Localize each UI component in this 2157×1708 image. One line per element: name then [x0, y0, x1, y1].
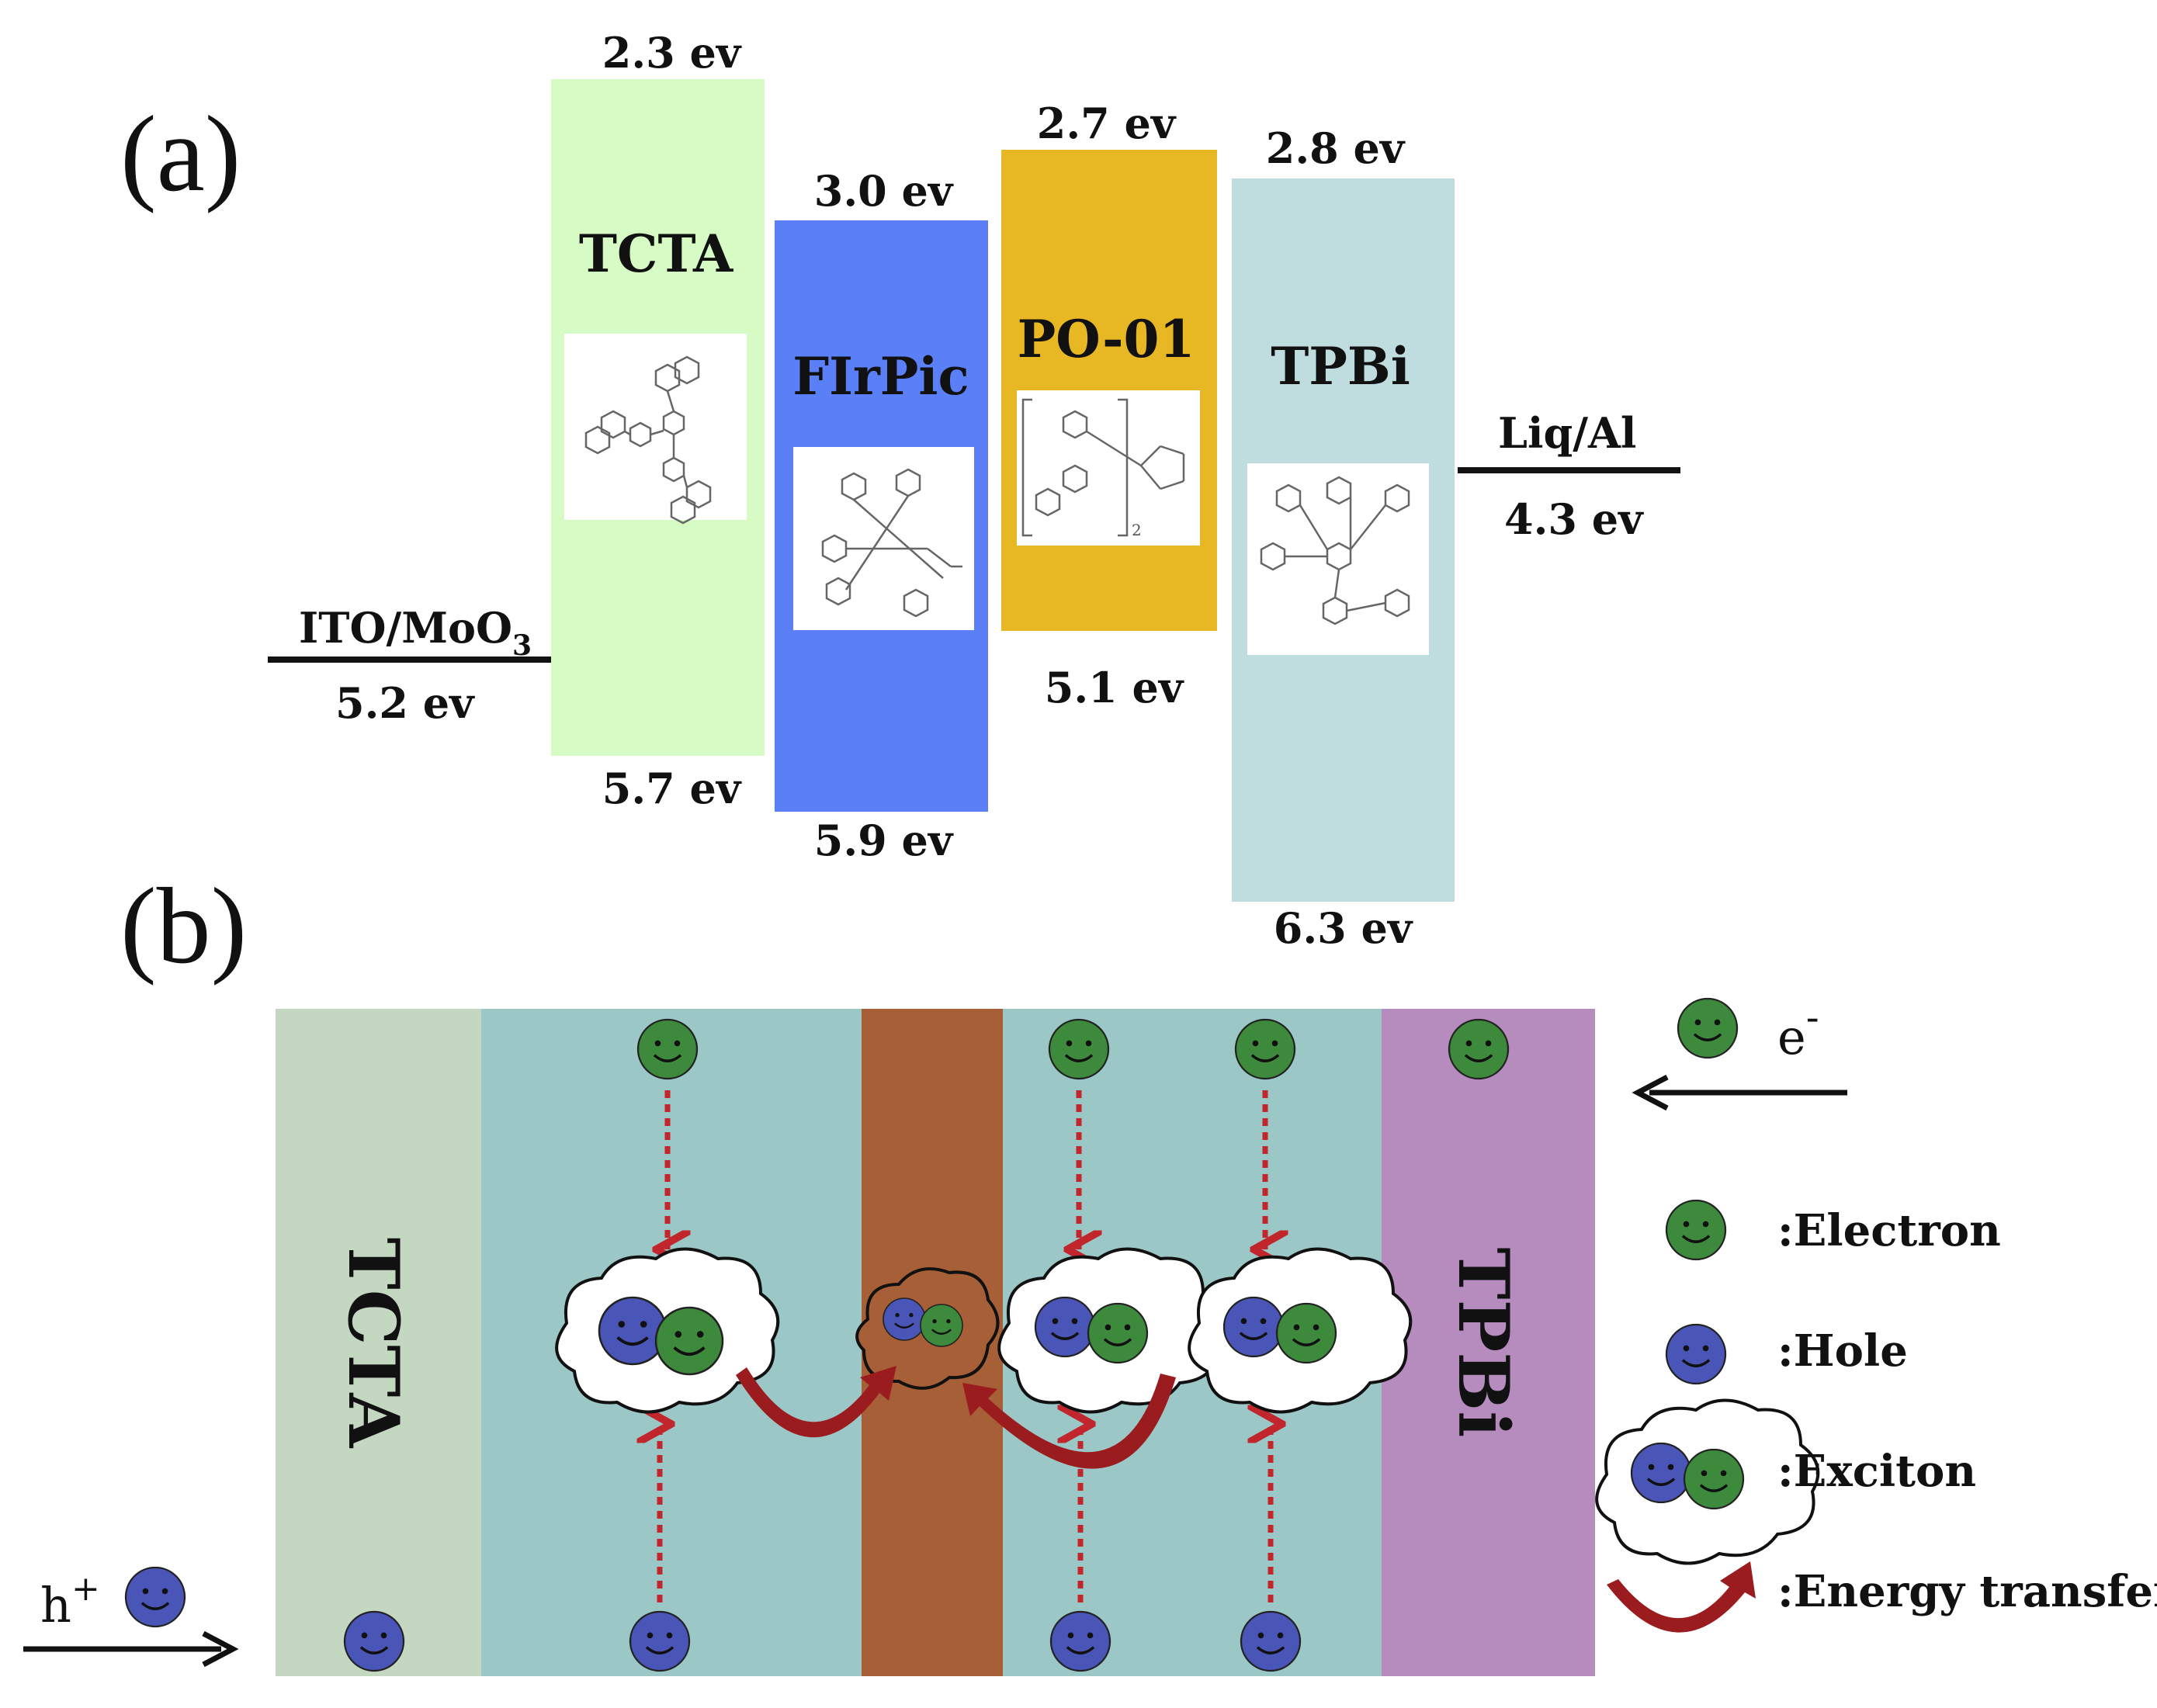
legend-energy-transfer-label: :Energy transfer [1777, 1566, 2157, 1617]
molecule-tpbi-structure [1247, 463, 1429, 655]
hole-input-sup: + [71, 1569, 100, 1609]
electron-injection: e- [1632, 995, 1847, 1111]
svg-text:ITO/MoO3: ITO/MoO3 [299, 603, 532, 662]
band-po01-homo: 5.1 ev [1045, 663, 1184, 712]
carrier-paths [660, 1090, 1271, 1602]
panel-label-a: (a) [120, 94, 241, 214]
legend-hole-icon [1666, 1325, 1725, 1384]
electron-icon [638, 1020, 697, 1079]
band-tpbi-name: TPBi [1271, 336, 1410, 397]
molecule-tcta-structure [564, 334, 747, 525]
band-tpbi-lumo: 2.8 ev [1266, 123, 1406, 173]
legend-exciton-label: :Exciton [1777, 1446, 1976, 1497]
electron-input-sup: - [1806, 995, 1819, 1040]
band-tpbi: 2.8 ev TPBi 6.3 ev [1232, 123, 1455, 953]
band-tcta-name: TCTA [579, 223, 733, 284]
energy-transfer-arrows [736, 1366, 1176, 1469]
band-firpic-lumo: 3.0 ev [814, 166, 954, 216]
exciton [1188, 1247, 1413, 1414]
hole-injection: h+ [23, 1568, 239, 1668]
electrode-ito-name: ITO/MoO [299, 603, 512, 653]
molecule-po01-structure: 2 [1017, 390, 1200, 546]
legend-energy-transfer-icon [1607, 1561, 1756, 1633]
energy-transfer-arc-right [962, 1374, 1176, 1469]
electron-input-icon [1678, 999, 1737, 1058]
exciton [555, 1247, 780, 1414]
device-tpbi-label: TPBi [1442, 1248, 1524, 1438]
legend-electron-icon [1666, 1200, 1725, 1259]
band-firpic-name: FIrPic [792, 346, 969, 407]
electrode-liq-al: Liq/Al 4.3 ev [1458, 408, 1680, 544]
electron-input-label: e [1777, 1009, 1806, 1065]
electrode-ito-subscript: 3 [512, 629, 532, 662]
band-firpic-homo: 5.9 ev [814, 816, 954, 865]
hole-icon [1051, 1612, 1110, 1671]
legend-hole-label: :Hole [1777, 1325, 1908, 1377]
molecule-firpic-structure [793, 447, 974, 630]
exciton [855, 1267, 1000, 1390]
electron-icon [1449, 1020, 1508, 1079]
legend-exciton-icon [1595, 1398, 1820, 1565]
band-tcta: 2.3 ev TCTA 5.7 ev [551, 28, 765, 813]
band-tcta-lumo: 2.3 ev [602, 28, 742, 78]
hole-input-label: h [40, 1577, 71, 1634]
svg-text:h+: h+ [40, 1569, 100, 1634]
band-tpbi-homo: 6.3 ev [1274, 903, 1413, 953]
electron-icon [1049, 1020, 1108, 1079]
excitons [555, 1247, 1413, 1414]
panel-label-b: (b) [120, 866, 247, 986]
electron-icon [1236, 1020, 1295, 1079]
band-po01-lumo: 2.7 ev [1037, 99, 1177, 148]
svg-text:2: 2 [1132, 521, 1142, 539]
electrode-ito: ITO/MoO3 5.2 ev [268, 603, 551, 728]
hole-input-icon [126, 1568, 185, 1627]
device-stack [276, 1009, 1595, 1676]
legend: :Electron :Hole :Exciton :Energy transfe… [1595, 1200, 2157, 1633]
electrode-ito-level: 5.2 ev [335, 678, 475, 728]
hole-icon [630, 1612, 689, 1671]
device-tcta-label: TCTA [332, 1238, 414, 1449]
band-po01: 2.7 ev PO-01 5.1 ev 2 [1001, 99, 1217, 712]
energy-transfer-arc-left [736, 1366, 896, 1438]
legend-electron-label: :Electron [1777, 1205, 2001, 1256]
band-firpic: 3.0 ev FIrPic 5.9 ev [775, 166, 988, 865]
band-po01-name: PO-01 [1018, 309, 1195, 369]
hole-icon [345, 1612, 404, 1671]
svg-text:e-: e- [1777, 995, 1819, 1065]
electrode-liq-al-name: Liq/Al [1498, 408, 1636, 458]
hole-icon [1241, 1612, 1300, 1671]
electrode-liq-al-level: 4.3 ev [1504, 494, 1644, 544]
band-tcta-homo: 5.7 ev [602, 764, 742, 813]
